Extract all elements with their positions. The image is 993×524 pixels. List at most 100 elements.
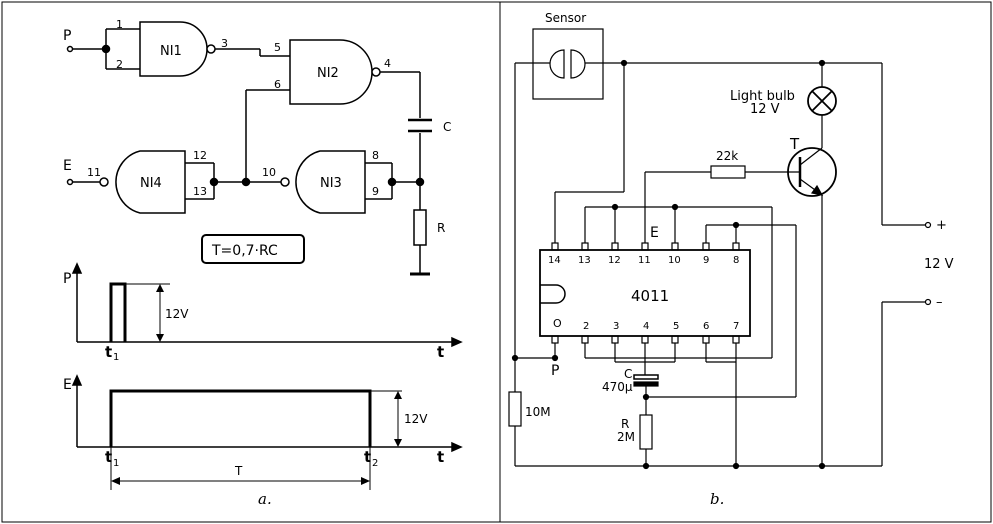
cap-value: 470µ bbox=[602, 380, 633, 394]
timing-p-t1: t bbox=[105, 343, 112, 361]
pin-2: 2 bbox=[116, 58, 123, 71]
ic-top-pin-stubs bbox=[551, 242, 740, 251]
ic-bottom-pin-numbers: 2 3 4 5 6 7 bbox=[583, 321, 739, 332]
ic-top-pin-8: 8 bbox=[733, 255, 739, 266]
res-10m-label: 10M bbox=[525, 405, 551, 419]
timing-p-labels: P 12V t 1 t bbox=[63, 271, 444, 363]
part-b-circuit bbox=[508, 28, 932, 470]
gate-ni1-bubble bbox=[206, 44, 216, 54]
ic-bottom-pin-5: 5 bbox=[673, 321, 679, 332]
gate-ni2-bubble bbox=[371, 67, 381, 77]
ic-top-pin-10: 10 bbox=[668, 255, 681, 266]
label-p: P bbox=[63, 28, 71, 44]
ic-bottom-pin-stubs bbox=[551, 335, 740, 344]
input-e-terminal bbox=[66, 178, 74, 186]
capacitor-470u-plate-bottom bbox=[633, 381, 659, 387]
ic-bottom-pin-7: 7 bbox=[733, 321, 739, 332]
pin-1: 1 bbox=[116, 18, 123, 31]
part-a-circuit bbox=[66, 21, 432, 276]
timing-e bbox=[71, 374, 463, 490]
gate-ni3 bbox=[295, 150, 366, 214]
ic-top-pin-numbers: 14 13 12 11 10 9 8 bbox=[548, 255, 739, 266]
res-r-name: R bbox=[621, 417, 629, 431]
gate-ni3-input-bubble bbox=[280, 177, 290, 187]
sensor-box bbox=[532, 28, 604, 100]
timing-e-t1-sub: 1 bbox=[113, 458, 119, 469]
res-r-value: 2M bbox=[617, 430, 635, 444]
caption-b: b. bbox=[710, 490, 724, 508]
label-e-pin: E bbox=[650, 225, 659, 241]
caption-a: a. bbox=[258, 490, 272, 508]
resistor-22k-label: 22k bbox=[716, 149, 738, 163]
part-b-labels: Sensor Light bulb 12 V T 22k E 4011 O 14… bbox=[525, 11, 954, 444]
timing-e-pulse bbox=[109, 389, 372, 447]
timing-e-amplitude: 12V bbox=[404, 412, 428, 426]
pin-9: 9 bbox=[372, 185, 379, 198]
lamp-label-line2: 12 V bbox=[750, 102, 780, 117]
timing-p-t1-sub: 1 bbox=[113, 352, 119, 363]
supply-plus-terminal bbox=[924, 221, 932, 229]
ic-top-pin-13: 13 bbox=[578, 255, 591, 266]
sensor-electrode-left bbox=[549, 49, 565, 79]
ic-pin1-mark: O bbox=[553, 317, 562, 330]
timing-p-y-label: P bbox=[63, 271, 71, 287]
pin-11: 11 bbox=[87, 166, 101, 179]
pin-4: 4 bbox=[384, 57, 391, 70]
cap-name: C bbox=[624, 367, 632, 381]
pin-5: 5 bbox=[274, 41, 281, 54]
timing-e-duration: T bbox=[234, 464, 243, 478]
ic-top-pin-14: 14 bbox=[548, 255, 561, 266]
ic-top-pin-12: 12 bbox=[608, 255, 621, 266]
supply-minus: – bbox=[936, 295, 943, 310]
gate-ni4 bbox=[115, 150, 186, 214]
resistor-10m bbox=[508, 391, 522, 427]
gate-ni4-input-bubble bbox=[99, 177, 109, 187]
timing-e-t2-sub: 2 bbox=[372, 458, 378, 469]
ic-bottom-pin-4: 4 bbox=[643, 321, 649, 332]
lamp-label-line1: Light bulb bbox=[730, 89, 795, 104]
resistor-2m bbox=[639, 414, 653, 450]
pin-10: 10 bbox=[262, 166, 276, 179]
label-r: R bbox=[437, 221, 445, 235]
timing-p-y-arrow bbox=[71, 262, 83, 274]
pin-6: 6 bbox=[274, 78, 281, 91]
junction-ni3-in bbox=[387, 177, 397, 187]
label-ni1: NI1 bbox=[160, 44, 182, 59]
resistor-r bbox=[413, 209, 427, 246]
supply-minus-terminal bbox=[924, 298, 932, 306]
pin-13: 13 bbox=[193, 185, 207, 198]
timing-e-y-arrow bbox=[71, 374, 83, 386]
ic-bottom-pin-3: 3 bbox=[613, 321, 619, 332]
supply-plus: + bbox=[936, 218, 947, 233]
pin-12: 12 bbox=[193, 149, 207, 162]
ic-top-pin-11: 11 bbox=[638, 255, 651, 266]
junction-ni4-out bbox=[209, 177, 219, 187]
junction-p bbox=[101, 44, 111, 54]
timing-e-t-label: t bbox=[437, 448, 444, 466]
timing-p-t-arrow bbox=[451, 336, 463, 348]
ic-notch bbox=[540, 284, 566, 304]
input-p-terminal bbox=[66, 45, 74, 53]
ic-label: 4011 bbox=[631, 287, 669, 305]
capacitor-470u-plate-top bbox=[633, 374, 659, 380]
timing-e-t2: t bbox=[364, 448, 371, 466]
timing-e-labels: E 12V t 1 t 2 t T bbox=[63, 377, 444, 478]
pin-8: 8 bbox=[372, 149, 379, 162]
timing-p bbox=[71, 262, 463, 348]
timing-e-t-arrow bbox=[451, 441, 463, 453]
label-ni3: NI3 bbox=[320, 176, 342, 191]
timing-p-t-label: t bbox=[437, 343, 444, 361]
transistor-label: T bbox=[789, 135, 800, 153]
timing-e-t1: t bbox=[105, 448, 112, 466]
label-e: E bbox=[63, 158, 72, 174]
supply-voltage: 12 V bbox=[924, 257, 954, 272]
label-p-pin: P bbox=[551, 363, 559, 379]
ic-bottom-pin-2: 2 bbox=[583, 321, 589, 332]
resistor-22k bbox=[710, 165, 746, 179]
label-ni4: NI4 bbox=[140, 176, 162, 191]
formula-text: T=0,7·RC bbox=[211, 243, 278, 259]
ic-top-pin-9: 9 bbox=[703, 255, 709, 266]
